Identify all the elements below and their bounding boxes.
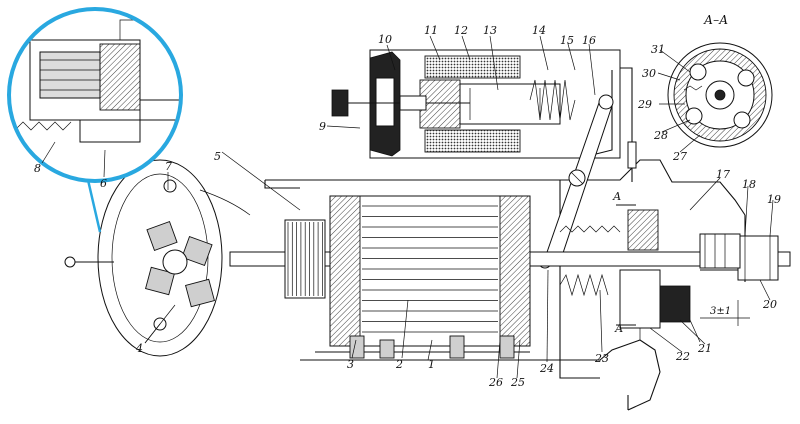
brush-4	[185, 278, 215, 308]
label-23: 23	[594, 352, 609, 365]
roller-4	[685, 107, 703, 125]
label-18: 18	[742, 178, 756, 191]
label-9: 9	[319, 120, 326, 133]
label-15: 15	[560, 34, 574, 47]
label-14: 14	[532, 24, 546, 37]
brush-1	[146, 220, 178, 252]
brush-2	[181, 235, 213, 267]
return-spring	[529, 79, 576, 121]
solenoid-plunger	[459, 83, 561, 125]
label-6: 6	[100, 177, 107, 190]
armature-core	[329, 195, 531, 347]
roller-spring	[683, 85, 703, 91]
label-29: 29	[637, 98, 652, 111]
dimension-label: 3±1	[710, 306, 731, 317]
shaft-nut	[737, 235, 779, 281]
label-4: 4	[135, 342, 143, 355]
solenoid-core	[419, 79, 461, 129]
label-22: 22	[675, 350, 690, 363]
label-8: 8	[34, 162, 41, 175]
pinion-gear	[659, 285, 691, 323]
roller-2	[737, 69, 755, 87]
brush-3	[145, 266, 175, 296]
inset-spring	[14, 121, 72, 131]
label-13: 13	[483, 24, 497, 37]
label-24: 24	[539, 362, 554, 375]
drive-spring-bottom	[559, 273, 609, 297]
label-31: 31	[651, 43, 665, 56]
clutch-outer-race	[619, 269, 661, 329]
inset-ring	[7, 7, 183, 183]
label-7: 7	[165, 160, 172, 173]
overrunning-clutch-drive	[559, 209, 741, 329]
label-16: 16	[582, 34, 596, 47]
label-25: 25	[510, 376, 525, 389]
field-winding-left	[329, 195, 361, 347]
roller-1	[689, 63, 707, 81]
solenoid-winding-lower	[424, 129, 521, 153]
label-20: 20	[762, 298, 777, 311]
detail-inset	[7, 7, 183, 233]
brush-holder-plate	[64, 159, 251, 357]
roller-3	[733, 111, 751, 129]
label-10: 10	[378, 33, 392, 46]
label-3: 3	[347, 358, 354, 371]
field-winding-right	[499, 195, 531, 347]
label-11: 11	[424, 24, 438, 37]
leader-lines	[41, 35, 774, 379]
section-marker-top: А	[612, 190, 621, 203]
solenoid-winding-upper	[424, 55, 521, 79]
label-12: 12	[454, 24, 468, 37]
label-1: 1	[428, 358, 435, 371]
section-title: А–А	[703, 13, 728, 27]
label-28: 28	[653, 129, 668, 142]
label-27: 27	[672, 150, 687, 163]
section-marker-bottom: А	[614, 322, 623, 335]
clutch-hub	[627, 209, 659, 251]
label-21: 21	[697, 342, 712, 355]
drive-spring-top	[559, 225, 621, 233]
terminal-nut	[331, 89, 349, 117]
label-5: 5	[214, 150, 221, 163]
contact-cover	[375, 77, 395, 127]
label-30: 30	[642, 67, 656, 80]
label-17: 17	[716, 168, 730, 181]
armature	[329, 195, 531, 359]
label-2: 2	[395, 358, 403, 371]
part-number-labels: 1 2 3 4 5 6 7 8 9 10 11 12 13 14 15 16 1…	[34, 13, 781, 389]
label-26: 26	[488, 376, 503, 389]
label-19: 19	[767, 193, 781, 206]
section-a-a	[667, 42, 773, 148]
commutator	[284, 219, 326, 299]
